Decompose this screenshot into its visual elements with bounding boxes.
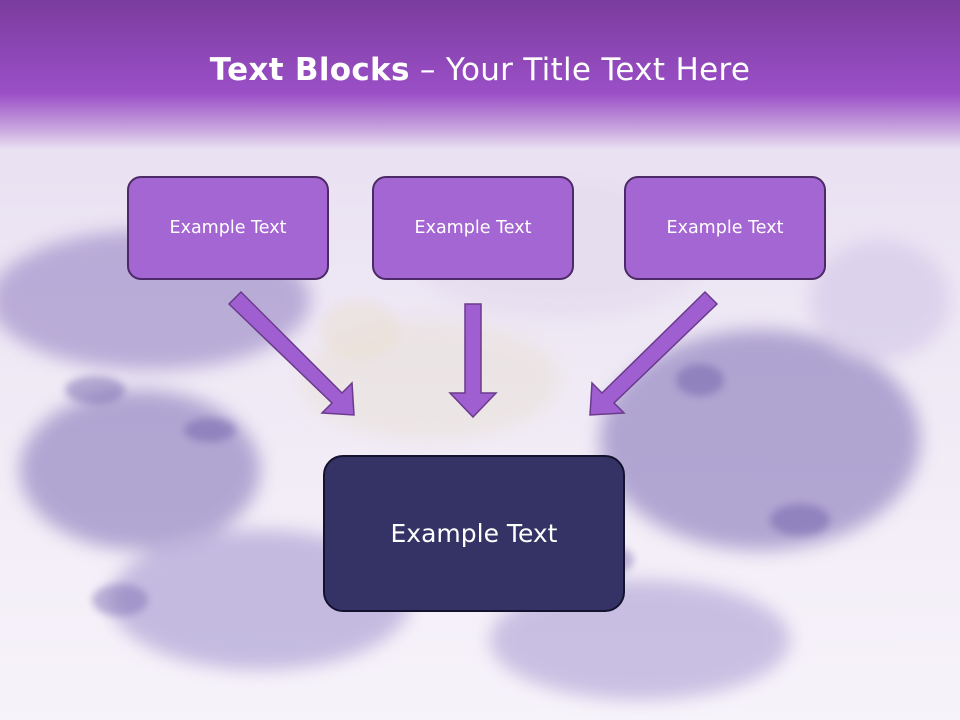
text-block-3-label: Example Text [666,218,784,238]
title-band [0,0,960,150]
slide-title: Text Blocks – Your Title Text Here [0,52,960,88]
arrow-right [589,290,719,416]
target-block-label: Example Text [390,519,558,548]
text-block-1-label: Example Text [169,218,287,238]
text-block-3: Example Text [624,176,826,280]
arrow-middle [448,303,498,419]
text-block-2-label: Example Text [414,218,532,238]
title-regular-part: – Your Title Text Here [409,52,751,88]
title-bold-part: Text Blocks [209,52,410,88]
target-block: Example Text [323,455,625,612]
arrow-left [227,290,355,416]
text-block-2: Example Text [372,176,574,280]
text-block-1: Example Text [127,176,329,280]
